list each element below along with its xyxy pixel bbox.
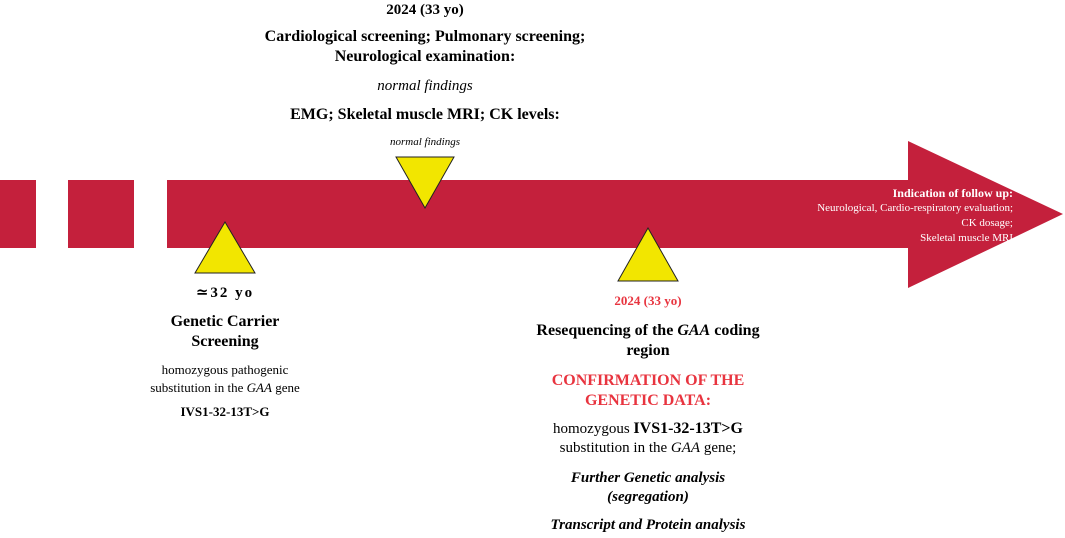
result-pre: homozygous bbox=[553, 421, 634, 437]
left-event-title-line2: Screening bbox=[191, 333, 259, 350]
left-event-variant: IVS1-32-13T>G bbox=[180, 404, 270, 419]
further-analysis-line2: (segregation) bbox=[607, 489, 689, 505]
follow-up-line-2: CK dosage; bbox=[961, 217, 1013, 229]
right-title-post: coding bbox=[710, 322, 760, 339]
result-line2-pre: substitution in the bbox=[559, 440, 671, 456]
left-event-desc-line1: homozygous pathogenic bbox=[161, 362, 289, 377]
confirmation-line2: GENETIC DATA: bbox=[584, 392, 712, 409]
timeline-arrow bbox=[167, 141, 1063, 288]
top-event-findings-1: normal findings bbox=[377, 78, 473, 94]
follow-up-title: Indication of follow up: bbox=[892, 186, 1013, 200]
right-event-result-line1: homozygous IVS1-32-13T>G bbox=[498, 420, 798, 438]
left-event-title-line1: Genetic Carrier bbox=[170, 313, 280, 330]
left-event-desc-line2: substitution in the GAA gene bbox=[110, 380, 340, 396]
right-event-date: 2024 (33 yo) bbox=[614, 293, 682, 308]
right-event-title-line2: region bbox=[626, 342, 670, 359]
follow-up-line-3: Skeletal muscle MRI bbox=[920, 232, 1013, 244]
top-event-date: 2024 (33 yo) bbox=[386, 2, 464, 18]
timeline-dash-1 bbox=[0, 180, 36, 248]
left-event-marker bbox=[194, 221, 256, 274]
result-line2-post: gene; bbox=[700, 440, 737, 456]
result-variant: IVS1-32-13T>G bbox=[633, 420, 743, 437]
right-title-gene: GAA bbox=[677, 322, 711, 339]
right-event-title-line1: Resequencing of the GAA coding bbox=[498, 322, 798, 340]
top-event-marker bbox=[395, 156, 455, 210]
result-line2-gene: GAA bbox=[670, 440, 701, 456]
right-event-marker bbox=[617, 226, 679, 282]
further-analysis-line1: Further Genetic analysis bbox=[570, 470, 726, 486]
left-desc-pre: substitution in the bbox=[150, 380, 247, 395]
follow-up-line-1: Neurological, Cardio-respiratory evaluat… bbox=[817, 202, 1013, 214]
top-event-exams-2: EMG; Skeletal muscle MRI; CK levels: bbox=[290, 106, 560, 123]
transcript-analysis: Transcript and Protein analysis bbox=[550, 517, 746, 533]
top-event-exams-line1: Cardiological screening; Pulmonary scree… bbox=[264, 28, 586, 45]
right-title-pre: Resequencing of the bbox=[536, 322, 678, 339]
timeline-dash-2 bbox=[68, 180, 134, 248]
left-event-age: ≃32 yo bbox=[195, 285, 255, 301]
left-desc-gene: GAA bbox=[246, 380, 272, 395]
top-event-findings-2: normal findings bbox=[390, 136, 460, 148]
left-desc-post: gene bbox=[271, 380, 300, 395]
confirmation-line1: CONFIRMATION OF THE bbox=[551, 372, 745, 389]
top-event-exams-line2: Neurological examination: bbox=[334, 48, 516, 65]
right-event-result-line2: substitution in the GAA gene; bbox=[498, 440, 798, 457]
